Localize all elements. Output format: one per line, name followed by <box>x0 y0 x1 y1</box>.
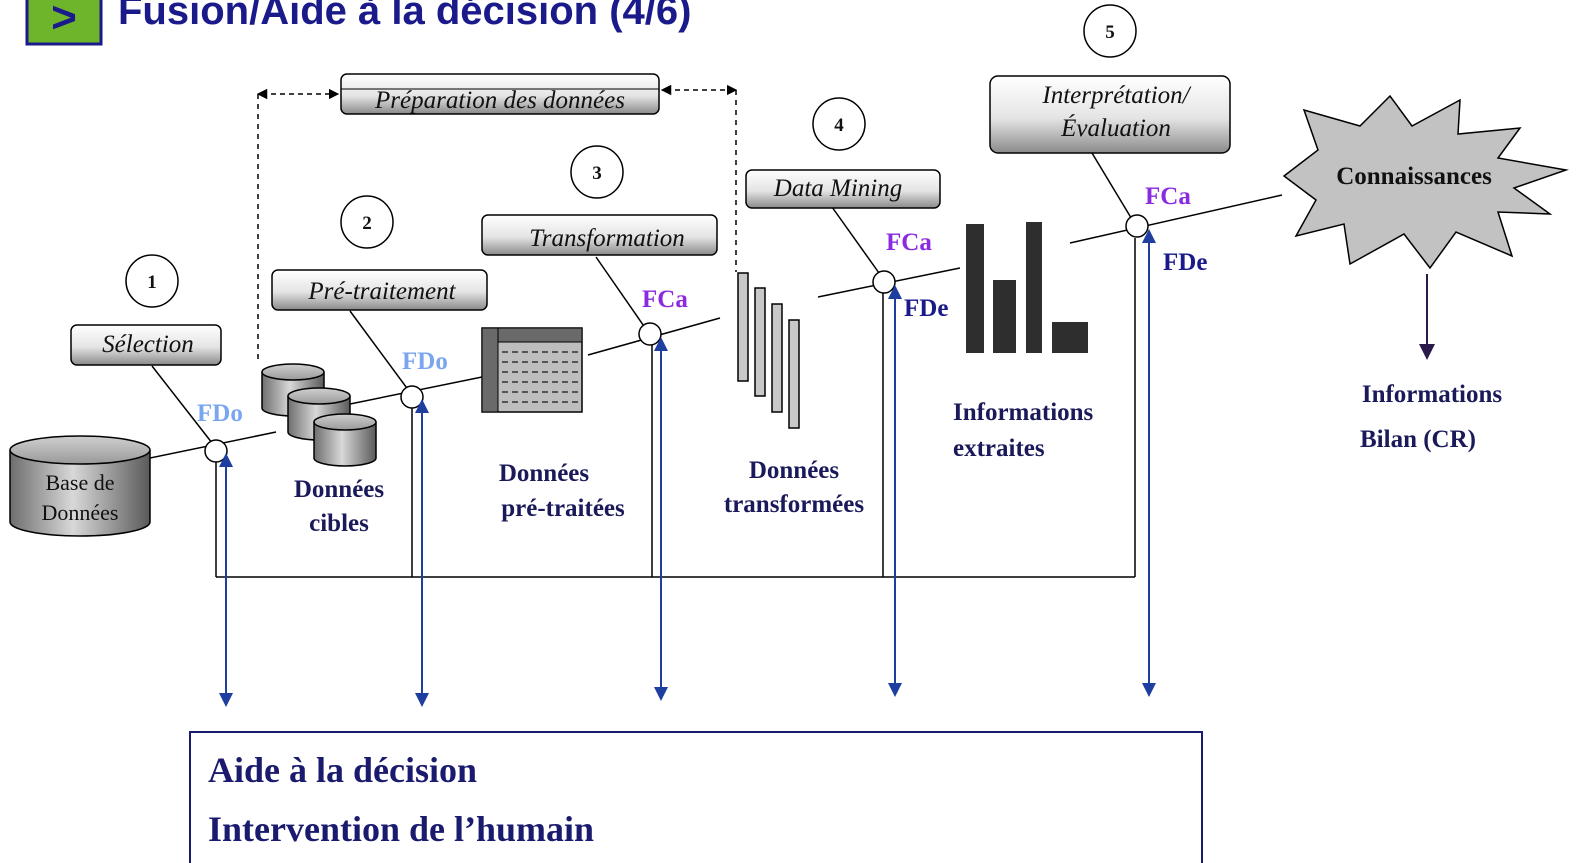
step-number-text: 5 <box>1105 22 1115 43</box>
step-label: Data Mining <box>773 175 902 202</box>
fdo-label-2: FDo <box>402 348 448 375</box>
fca-label-4: FCa <box>886 229 932 256</box>
fde-label-5: FDe <box>1163 249 1207 276</box>
database-label-line2: Données <box>42 500 119 525</box>
fusion-node-5 <box>1125 214 1149 238</box>
fusion-node-1 <box>204 439 228 463</box>
step-box-interpretation: Interprétation/ Évaluation <box>989 75 1231 154</box>
target-data-label-line2: cibles <box>309 510 369 537</box>
prep-label-box: Préparation des données <box>340 73 660 115</box>
step-box-data-mining: Data Mining <box>745 169 941 209</box>
knowledge-starburst: Connaissances <box>1282 94 1569 270</box>
fde-label-4: FDe <box>904 295 948 322</box>
header: > Fusion/Aide à la décision (4/6) <box>25 0 691 46</box>
step-label: Transformation <box>529 225 685 252</box>
prep-bracket <box>256 84 738 360</box>
pages-icon <box>737 272 800 429</box>
step-box-selection: Sélection <box>70 324 222 366</box>
step-number-3: 3 <box>570 145 624 199</box>
transformed-label-line2: transformées <box>724 491 864 518</box>
report-label-line1: Informations <box>1362 381 1503 408</box>
step-number-4: 4 <box>812 97 866 151</box>
database-icon: Base de Données <box>9 435 151 537</box>
step-number-text: 2 <box>362 213 372 234</box>
fusion-node-3 <box>638 322 662 346</box>
chevron-icon-glyph: > <box>51 0 77 42</box>
step-number-2: 2 <box>340 195 394 249</box>
transformed-label-line1: Données <box>749 457 840 484</box>
extracted-label-line2: extraites <box>953 435 1045 462</box>
step-number-text: 1 <box>147 272 157 293</box>
extracted-label-line1: Informations <box>953 399 1094 426</box>
fdo-label-1: FDo <box>197 400 243 427</box>
fca-label-3: FCa <box>642 286 688 313</box>
target-data-icon <box>261 363 377 467</box>
preprocessed-label-line2: pré-traitées <box>501 495 625 522</box>
step-label: Pré-traitement <box>307 278 456 305</box>
step-box-pretraitement: Pré-traitement <box>271 269 488 311</box>
fca-label-5: FCa <box>1145 183 1191 210</box>
page-title: Fusion/Aide à la décision (4/6) <box>118 0 691 33</box>
decision-arrows <box>219 229 1156 707</box>
fusion-node-4 <box>872 270 896 294</box>
fusion-node-2 <box>400 385 424 409</box>
bar-chart-icon <box>966 222 1088 353</box>
step-label: Sélection <box>102 331 194 358</box>
report-label-line2: Bilan (CR) <box>1360 426 1476 453</box>
step-number-1: 1 <box>125 254 179 308</box>
knowledge-label: Connaissances <box>1336 163 1492 190</box>
decision-line1: Aide à la décision <box>208 750 477 790</box>
chevron-icon <box>25 0 103 46</box>
database-label-line1: Base de <box>45 470 114 495</box>
step-number-text: 4 <box>834 115 844 136</box>
step-box-transformation: Transformation <box>481 214 718 256</box>
step-number-text: 3 <box>592 163 602 184</box>
callout-lines <box>151 152 1137 449</box>
table-icon <box>481 327 583 413</box>
feedback-loop <box>215 238 1136 578</box>
step-label-line1: Interprétation/ <box>1041 82 1191 109</box>
preprocessed-label-line1: Données <box>499 460 590 487</box>
prep-label: Préparation des données <box>374 87 625 114</box>
decision-line2: Intervention de l’humain <box>208 809 594 849</box>
step-label-line2: Évaluation <box>1060 114 1171 142</box>
step-number-5: 5 <box>1083 4 1137 58</box>
decision-box: Aide à la décision Intervention de l’hum… <box>189 731 1203 863</box>
target-data-label-line1: Données <box>294 476 385 503</box>
